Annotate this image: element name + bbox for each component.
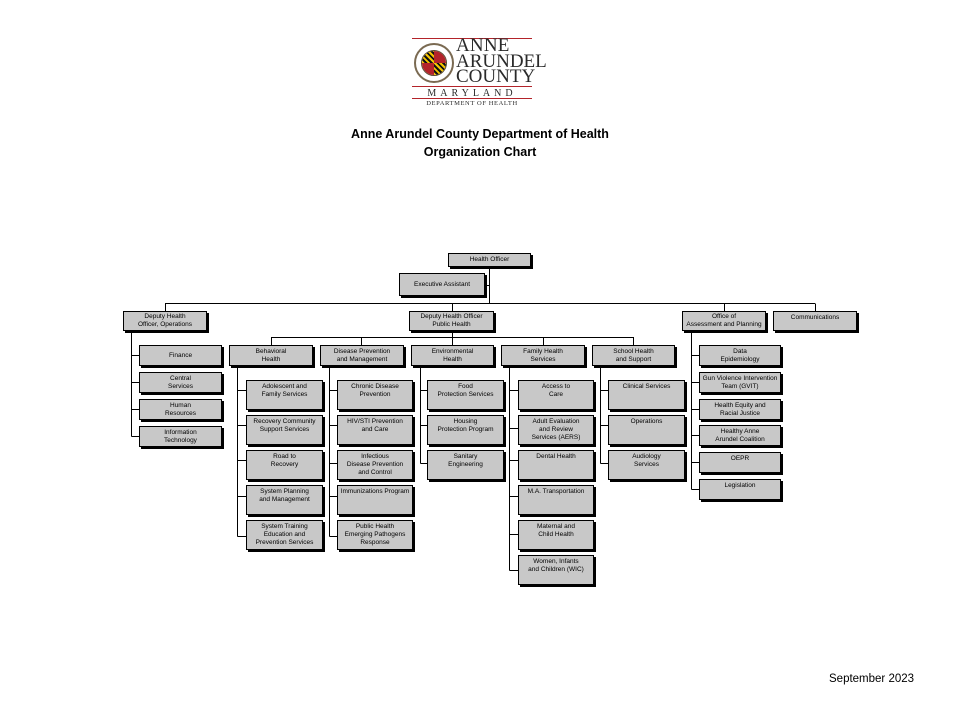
node-executive-assistant: Executive Assistant xyxy=(399,273,485,296)
node-healthy-anne-arundel: Healthy Anne Arundel Coalition xyxy=(699,425,781,446)
node-road-to-recovery: Road to Recovery xyxy=(246,450,323,480)
node-information-technology: Information Technology xyxy=(139,426,222,447)
node-health-equity: Health Equity and Racial Justice xyxy=(699,399,781,420)
logo-text-anne: ANNE xyxy=(456,35,510,56)
node-operations: Operations xyxy=(608,415,685,445)
node-access-to-care: Access to Care xyxy=(518,380,594,410)
node-system-training: System Training Education and Prevention… xyxy=(246,520,323,550)
chart-date: September 2023 xyxy=(829,673,915,685)
node-family-health: Family Health Services xyxy=(501,345,585,366)
logo-rule xyxy=(412,38,532,39)
node-audiology-services: Audiology Services xyxy=(608,450,685,480)
node-disease-prevention: Disease Prevention and Management xyxy=(320,345,404,366)
node-wic: Women, Infants and Children (WIC) xyxy=(518,555,594,585)
node-public-health-emergency: Public Health Emerging Pathogens Respons… xyxy=(337,520,413,550)
chart-title: Anne Arundel County Department of Health xyxy=(351,127,609,141)
county-seal-icon xyxy=(414,43,454,83)
node-deputy-operations: Deputy Health Officer, Operations xyxy=(123,311,207,331)
node-data-epidemiology: Data Epidemiology xyxy=(699,345,781,366)
node-human-resources: Human Resources xyxy=(139,399,222,420)
node-central-services: Central Services xyxy=(139,372,222,393)
node-maternal-child-health: Maternal and Child Health xyxy=(518,520,594,550)
node-system-planning: System Planning and Management xyxy=(246,485,323,515)
node-hiv-sti: HIV/STI Prevention and Care xyxy=(337,415,413,445)
node-chronic-disease: Chronic Disease Prevention xyxy=(337,380,413,410)
logo-text-county: COUNTY xyxy=(456,66,536,87)
seal-shield xyxy=(421,50,447,76)
node-legislation: Legislation xyxy=(699,479,781,500)
node-office-assessment-planning: Office of Assessment and Planning xyxy=(682,311,766,331)
node-housing-protection: Housing Protection Program xyxy=(427,415,504,445)
node-school-health: School Health and Support xyxy=(592,345,675,366)
node-environmental-health: Environmental Health xyxy=(411,345,494,366)
node-communications: Communications xyxy=(773,311,857,331)
logo-text-state: MARYLAND xyxy=(412,86,532,99)
node-infectious-disease: Infectious Disease Prevention and Contro… xyxy=(337,450,413,480)
node-dental-health: Dental Health xyxy=(518,450,594,480)
node-immunizations: Immunizations Program xyxy=(337,485,413,515)
node-adult-evaluation: Adult Evaluation and Review Services (AE… xyxy=(518,415,594,445)
node-sanitary-engineering: Sanitary Engineering xyxy=(427,450,504,480)
node-deputy-public-health: Deputy Health Officer Public Health xyxy=(409,311,494,331)
node-finance: Finance xyxy=(139,345,222,366)
node-clinical-services: Clinical Services xyxy=(608,380,685,410)
node-oepr: OEPR xyxy=(699,452,781,473)
node-food-protection: Food Protection Services xyxy=(427,380,504,410)
node-adolescent-family-services: Adolescent and Family Services xyxy=(246,380,323,410)
logo-text-department: DEPARTMENT OF HEALTH xyxy=(412,98,532,107)
logo-text-arundel: ARUNDEL xyxy=(456,51,547,72)
county-logo: ANNE ARUNDEL COUNTY MARYLAND DEPARTMENT … xyxy=(412,35,547,108)
node-gun-violence-intervention: Gun Violence Intervention Team (GVIT) xyxy=(699,372,781,393)
node-behavioral-health: Behavioral Health xyxy=(229,345,313,366)
node-recovery-community: Recovery Community Support Services xyxy=(246,415,323,445)
node-health-officer: Health Officer xyxy=(448,253,531,267)
chart-subtitle: Organization Chart xyxy=(423,145,537,159)
node-ma-transportation: M.A. Transportation xyxy=(518,485,594,515)
